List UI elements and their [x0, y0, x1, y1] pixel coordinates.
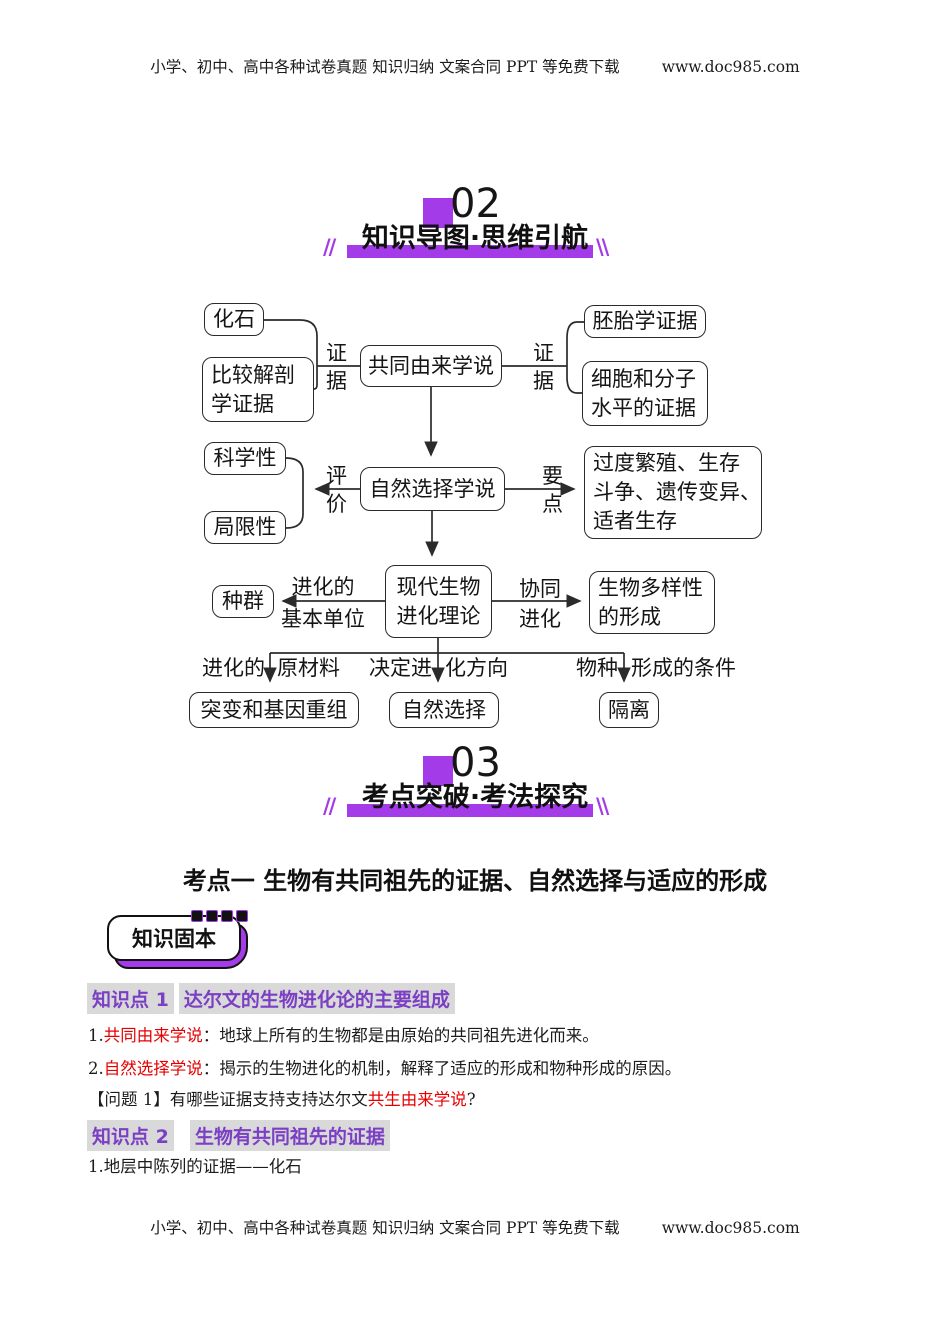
header-url: www.doc985.com [661, 58, 800, 76]
node-common-descent: 共同由来学说 [360, 345, 502, 387]
footer-url: www.doc985.com [661, 1219, 800, 1237]
badge-squares-decoration [191, 910, 248, 922]
node-comparative-anatomy: 比较解剖 学证据 [202, 357, 314, 422]
node-isolation: 隔离 [599, 692, 659, 728]
label-coevolution-bottom: 进化 [519, 607, 561, 631]
section03-slash-left: // [323, 794, 336, 818]
badge-face: 知识固本 [107, 910, 248, 961]
badge-label: 知识固本 [132, 927, 216, 951]
section02-slash-right: \\ [596, 235, 609, 259]
kp2-title: 生物有共同祖先的证据 [189, 1120, 390, 1151]
label-species-right: 形成的条件 [631, 656, 736, 680]
label-evidence-left: 证 据 [326, 341, 347, 393]
label-direction-left: 决定进 [369, 656, 432, 680]
node-fossil: 化石 [204, 303, 264, 336]
section02-underline-bar [347, 245, 593, 258]
label-raw-material-right: 原材料 [277, 656, 340, 680]
section03-number: 03 [450, 740, 501, 786]
node-natural-selection: 自然选择 [389, 692, 499, 728]
section02-slash-left: // [323, 235, 336, 259]
node-biodiversity: 生物多样性 的形成 [589, 571, 715, 634]
knowledge-point-2-heading: 知识点 2 生物有共同祖先的证据 [87, 1120, 390, 1151]
l2-rest: ：揭示的生物进化的机制，解释了适应的形成和物种形成的原因。 [202, 1059, 682, 1078]
paragraph-common-descent: 1.共同由来学说：地球上所有的生物都是由原始的共同祖先进化而来。 [88, 1022, 599, 1046]
knowledge-badge: 知识固本 [107, 910, 252, 970]
paragraph-fossil-evidence: 1.地层中陈列的证据——化石 [88, 1157, 302, 1176]
node-cell-molecular: 细胞和分子 水平的证据 [582, 361, 708, 426]
kp1-tag: 知识点 1 [87, 983, 174, 1014]
paragraph-natural-selection: 2.自然选择学说：揭示的生物进化的机制，解释了适应的形成和物种形成的原因。 [88, 1055, 681, 1079]
kp1-title: 达尔文的生物进化论的主要组成 [178, 983, 455, 1014]
node-modern-theory: 现代生物 进化理论 [385, 565, 492, 638]
label-evidence-right: 证 据 [533, 341, 554, 393]
label-evolution-unit-bottom: 基本单位 [281, 607, 365, 631]
l3-prefix: 【问题 1】有哪些证据支持支持达尔文 [88, 1090, 368, 1109]
paragraph-question-1: 【问题 1】有哪些证据支持支持达尔文共生由来学说? [88, 1086, 476, 1110]
concept-map: 化石 比较解剖 学证据 证 据 共同由来学说 证 据 胚胎学证据 细胞和分子 水… [0, 295, 950, 750]
node-natural-selection-theory: 自然选择学说 [360, 467, 505, 511]
page-header: 小学、初中、高中各种试卷真题 知识归纳 文案合同 PPT 等免费下载 www.do… [0, 55, 950, 77]
section02-title: 知识导图·思维引航 [361, 223, 589, 254]
kp2-tag: 知识点 2 [87, 1120, 174, 1151]
footer-text: 小学、初中、高中各种试卷真题 知识归纳 文案合同 PPT 等免费下载 [150, 1219, 620, 1237]
l2-red-term: 自然选择学说 [103, 1059, 203, 1078]
node-mutation-recombination: 突变和基因重组 [189, 692, 359, 728]
page-footer: 小学、初中、高中各种试卷真题 知识归纳 文案合同 PPT 等免费下载 www.do… [0, 1216, 950, 1238]
section03-slash-right: \\ [596, 794, 609, 818]
l1-red-term: 共同由来学说 [103, 1026, 203, 1045]
section02-number: 02 [450, 181, 501, 227]
l3-suffix: ? [466, 1090, 476, 1109]
section02-accent-square [423, 198, 453, 228]
label-species-left: 物种 [576, 656, 618, 680]
label-direction-right: 化方向 [445, 656, 508, 680]
l1-prefix: 1. [88, 1026, 104, 1045]
label-key-points: 要 点 [542, 464, 563, 516]
connector-lines [263, 319, 631, 683]
label-raw-material-left: 进化的 [202, 656, 265, 680]
section03-underline-bar [347, 804, 593, 817]
label-evaluate: 评 价 [326, 464, 347, 516]
node-limitation: 局限性 [204, 511, 286, 544]
l2-prefix: 2. [88, 1059, 104, 1078]
node-embryology: 胚胎学证据 [584, 305, 706, 338]
label-coevolution-top: 协同 [519, 577, 561, 601]
node-population: 种群 [212, 585, 274, 618]
exam-point-title: 考点一 生物有共同祖先的证据、自然选择与适应的形成 [182, 867, 768, 895]
header-text: 小学、初中、高中各种试卷真题 知识归纳 文案合同 PPT 等免费下载 [150, 58, 620, 76]
section03-title: 考点突破·考法探究 [361, 782, 589, 813]
l3-red-term: 共生由来学说 [367, 1090, 467, 1109]
node-key-points-content: 过度繁殖、生存 斗争、遗传变异、 适者生存 [584, 446, 762, 539]
section03-accent-square [423, 756, 453, 786]
label-evolution-unit-top: 进化的 [291, 575, 355, 599]
l1-rest: ：地球上所有的生物都是由原始的共同祖先进化而来。 [202, 1026, 599, 1045]
node-scientific: 科学性 [204, 442, 286, 475]
